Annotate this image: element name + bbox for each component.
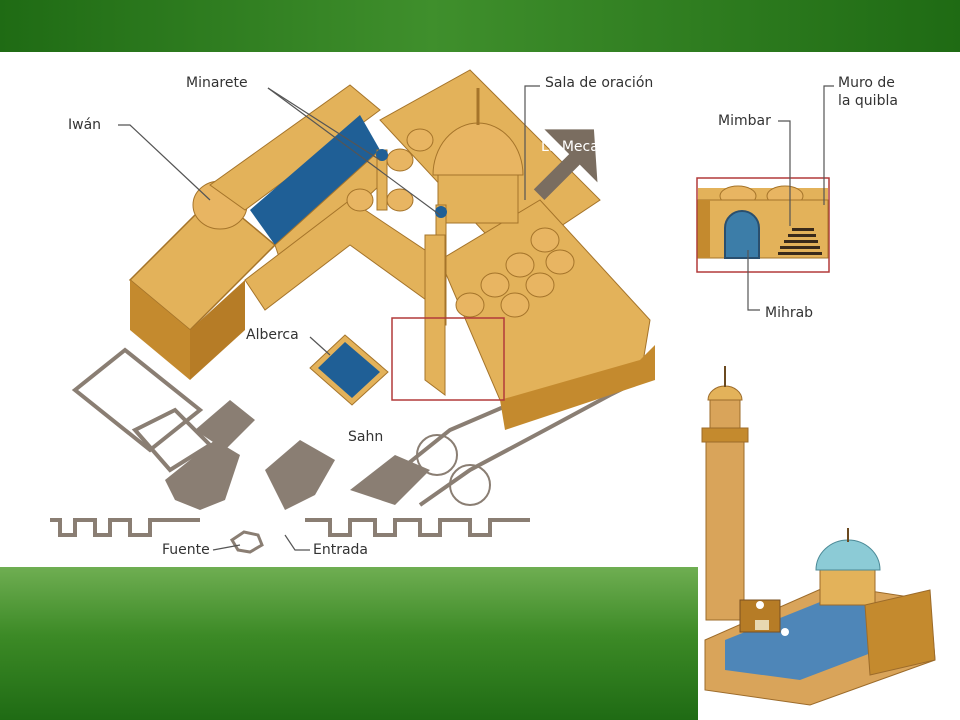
left-wing-wall	[130, 280, 190, 380]
plan-dome-2	[449, 464, 491, 506]
small-dome	[545, 249, 575, 275]
leader-sala	[524, 85, 540, 200]
small-dome	[455, 292, 485, 318]
inset-leader-lines	[747, 85, 834, 311]
dome-drum	[437, 167, 519, 224]
leader-lines	[118, 85, 540, 551]
east-arcade-pier	[424, 234, 446, 396]
small-dome	[530, 227, 560, 253]
small-dome	[346, 188, 374, 212]
cutaway-dome-drum	[819, 564, 876, 606]
top-green-band	[0, 0, 960, 52]
cutaway-side-wall	[864, 589, 936, 676]
leader-fuente	[212, 544, 241, 551]
mihrab-detail-inset: Mimbar Muro de la quibla Mihrab	[696, 75, 898, 321]
mimbar-step	[788, 234, 816, 237]
label-alberca: Alberca	[246, 327, 299, 343]
small-dome	[505, 252, 535, 278]
north-arcade-roof	[209, 84, 381, 211]
alberca-water	[318, 342, 380, 398]
leader-minarete	[267, 87, 381, 161]
plan-annex	[71, 347, 204, 453]
mimbar-step	[780, 246, 820, 249]
label-muro-de: Muro de	[838, 75, 895, 91]
plan-dome-1	[416, 434, 458, 476]
small-dome	[406, 128, 434, 152]
fountain-shape	[229, 530, 264, 554]
minaret-top	[376, 149, 388, 161]
inset-mimbar-steps	[778, 228, 822, 255]
entrance-left	[165, 440, 240, 510]
cutaway-floor	[725, 598, 905, 680]
small-dome	[500, 292, 530, 318]
leader-entrada	[284, 534, 310, 551]
small-dome	[525, 272, 555, 298]
main-dome	[432, 122, 524, 176]
label-minarete: Minarete	[186, 75, 248, 91]
small-dome	[386, 148, 414, 172]
inset-side-wall	[698, 200, 710, 258]
leader-minarete-2	[267, 87, 441, 216]
leader-muro	[823, 85, 834, 205]
small-dome	[480, 272, 510, 298]
leader-mimbar	[778, 120, 791, 226]
plan-pier	[350, 455, 430, 505]
leader-alberca	[309, 336, 331, 356]
mimbar-step	[778, 252, 822, 255]
small-domes	[346, 128, 575, 318]
cutaway-minaret-shaft	[705, 439, 745, 621]
cutaway-dome	[815, 539, 881, 571]
label-mimbar: Mimbar	[718, 113, 771, 129]
mimbar-step	[784, 240, 818, 243]
entrance-right	[265, 440, 335, 510]
mimbar-step	[792, 228, 814, 231]
cutaway-minaret-balcony	[701, 427, 749, 443]
prayer-hall-wall	[500, 345, 655, 430]
mosque-plan	[50, 69, 655, 554]
inset-mihrab-niche	[724, 210, 760, 259]
arcade-pool	[250, 115, 380, 245]
la-meca-arrow	[533, 129, 598, 201]
cutaway-marker	[756, 601, 764, 609]
label-mihrab: Mihrab	[765, 305, 813, 321]
label-entrada: Entrada	[313, 542, 368, 558]
label-la-quibla: la quibla	[838, 93, 898, 109]
entrance-tower	[195, 400, 255, 450]
plan-wall-left	[50, 518, 200, 537]
second-minaret-top	[435, 206, 447, 218]
cutaway-marker	[781, 628, 789, 636]
label-iwan: Iwán	[68, 117, 101, 133]
left-wing-side	[190, 280, 245, 380]
leader-mihrab	[747, 250, 760, 311]
cutaway-mosque-illustration	[698, 362, 960, 720]
plan-wall-right	[305, 518, 530, 537]
cutaway-fountain	[755, 620, 769, 630]
leader-iwan	[118, 124, 211, 201]
label-sahn: Sahn	[348, 429, 383, 445]
entrance-block	[165, 400, 430, 510]
label-la-meca: La Meca	[541, 139, 599, 155]
label-sala-de-oracion: Sala de oración	[545, 75, 653, 91]
label-fuente: Fuente	[162, 542, 210, 558]
mihrab-callout-box	[391, 317, 505, 401]
cutaway-minaret-top	[709, 397, 741, 429]
cutaway-minaret-cap	[707, 385, 743, 401]
